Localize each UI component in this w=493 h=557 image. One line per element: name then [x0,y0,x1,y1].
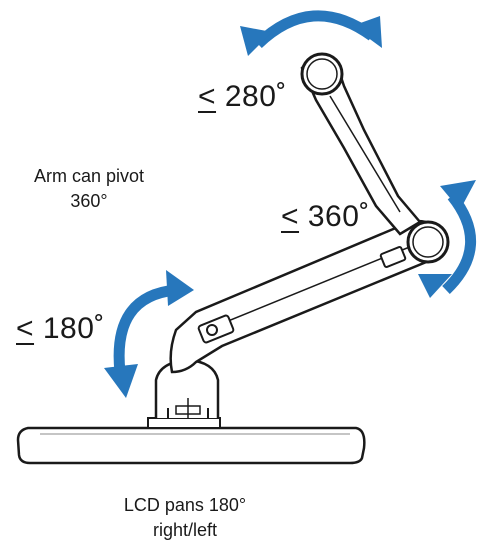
top-angle-label: < 280˚ [198,80,287,114]
pan-note: LCD pans 180° right/left [100,493,270,543]
pivot-note: Arm can pivot 360° [14,164,164,214]
lower-arm [169,219,442,374]
base-angle-label: < 180˚ [16,312,105,346]
pivot-note-line2: 360° [70,191,108,211]
mount-clamp [147,358,221,429]
less-equal-sign: < [16,312,35,345]
pan-note-line1: LCD pans 180° [123,495,247,515]
top-rotation-arrow-icon [240,10,382,56]
elbow-joint [406,220,450,264]
base-rotation-arrow-icon [104,270,194,398]
elbow-angle-label: < 360˚ [281,200,370,234]
head-joint [300,52,344,96]
less-equal-sign: < [281,200,300,233]
base-plate [16,426,366,465]
less-equal-sign: < [198,80,217,113]
pivot-note-line1: Arm can pivot [33,166,145,186]
elbow-rotation-arrow-icon [418,180,477,298]
pan-note-line2: right/left [152,520,218,540]
base-angle-value: 180˚ [42,312,105,345]
top-angle-value: 280˚ [224,80,287,113]
elbow-angle-value: 360˚ [307,200,370,233]
